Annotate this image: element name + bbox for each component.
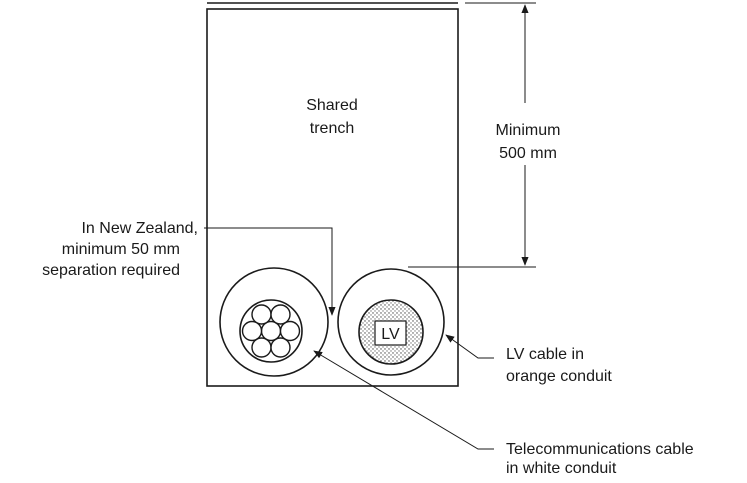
telecom-core (260, 320, 282, 342)
lv-tag: LV (381, 326, 400, 343)
telecom-label-line1: Telecommunications cable (506, 441, 694, 458)
telecom-core (251, 337, 272, 358)
nz-note-line3: separation required (42, 262, 180, 279)
telecom-core (241, 320, 263, 342)
nz-note-line1: In New Zealand, (81, 220, 198, 237)
telecom-core (270, 304, 291, 325)
telecom-core (251, 304, 272, 325)
telecom-cable-cores (241, 304, 301, 358)
telecom-leader-line (313, 350, 494, 450)
lv-label-line2: orange conduit (506, 368, 612, 385)
trench-label-line2: trench (310, 120, 354, 137)
trench-label-line1: Shared (306, 97, 358, 114)
nz-leader-line (204, 227, 336, 316)
telecom-core (279, 320, 301, 342)
depth-label-line1: Minimum (496, 122, 561, 139)
lv-tag-box (374, 320, 407, 346)
telecom-label-line2: in white conduit (506, 460, 617, 477)
nz-note-line2: minimum 50 mm (62, 241, 180, 258)
telecom-core (270, 337, 291, 358)
lv-label-line1: LV cable in (506, 346, 584, 363)
trench-outline (206, 8, 459, 387)
lv-leader-line (445, 334, 494, 359)
depth-label-line2: 500 mm (499, 145, 557, 162)
